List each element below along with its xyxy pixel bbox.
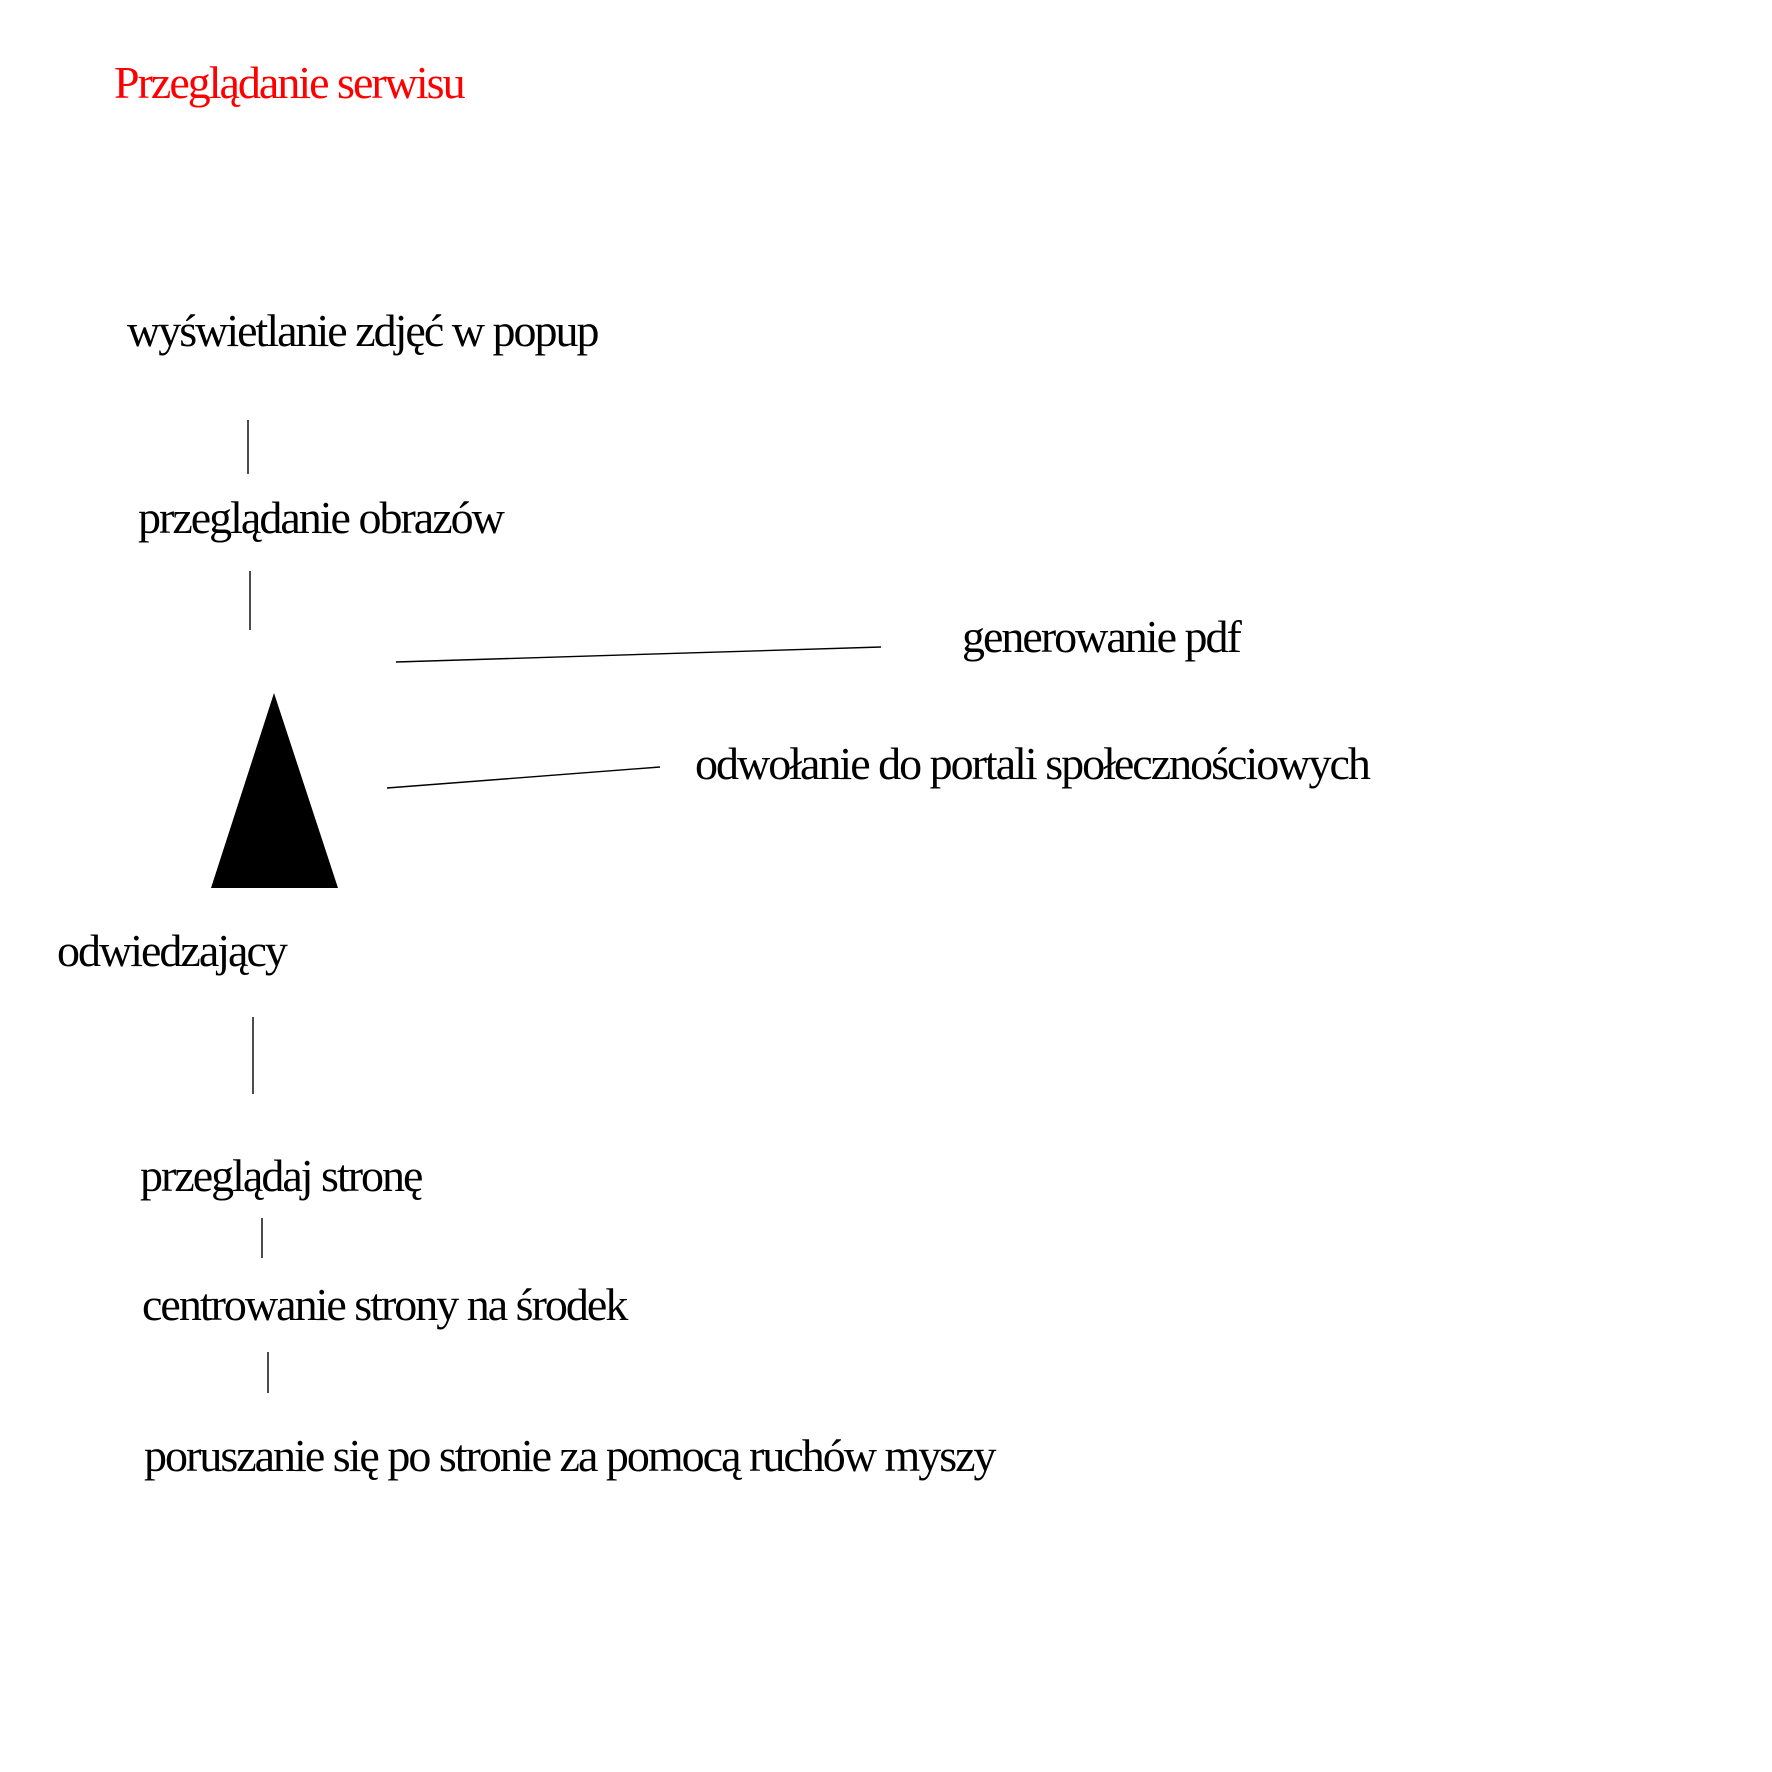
use-case-popup: wyświetlanie zdjęć w popup	[127, 305, 599, 356]
triangle-actor-icon	[211, 693, 338, 888]
use-case-social: odwołanie do portali społecznościowych	[695, 738, 1371, 789]
connector-actor-pdf	[395, 646, 882, 663]
use-case-mouse: poruszanie się po stronie za pomocą ruch…	[144, 1430, 997, 1481]
use-case-pdf: generowanie pdf	[962, 611, 1242, 662]
use-case-browse: przeglądaj stronę	[140, 1150, 423, 1201]
use-case-images: przeglądanie obrazów	[138, 492, 505, 543]
actor-label: odwiedzający	[57, 925, 288, 976]
connector-actor-social	[386, 766, 661, 789]
diagram-title: Przeglądanie serwisu	[114, 57, 466, 108]
use-case-center: centrowanie strony na środek	[142, 1279, 628, 1330]
